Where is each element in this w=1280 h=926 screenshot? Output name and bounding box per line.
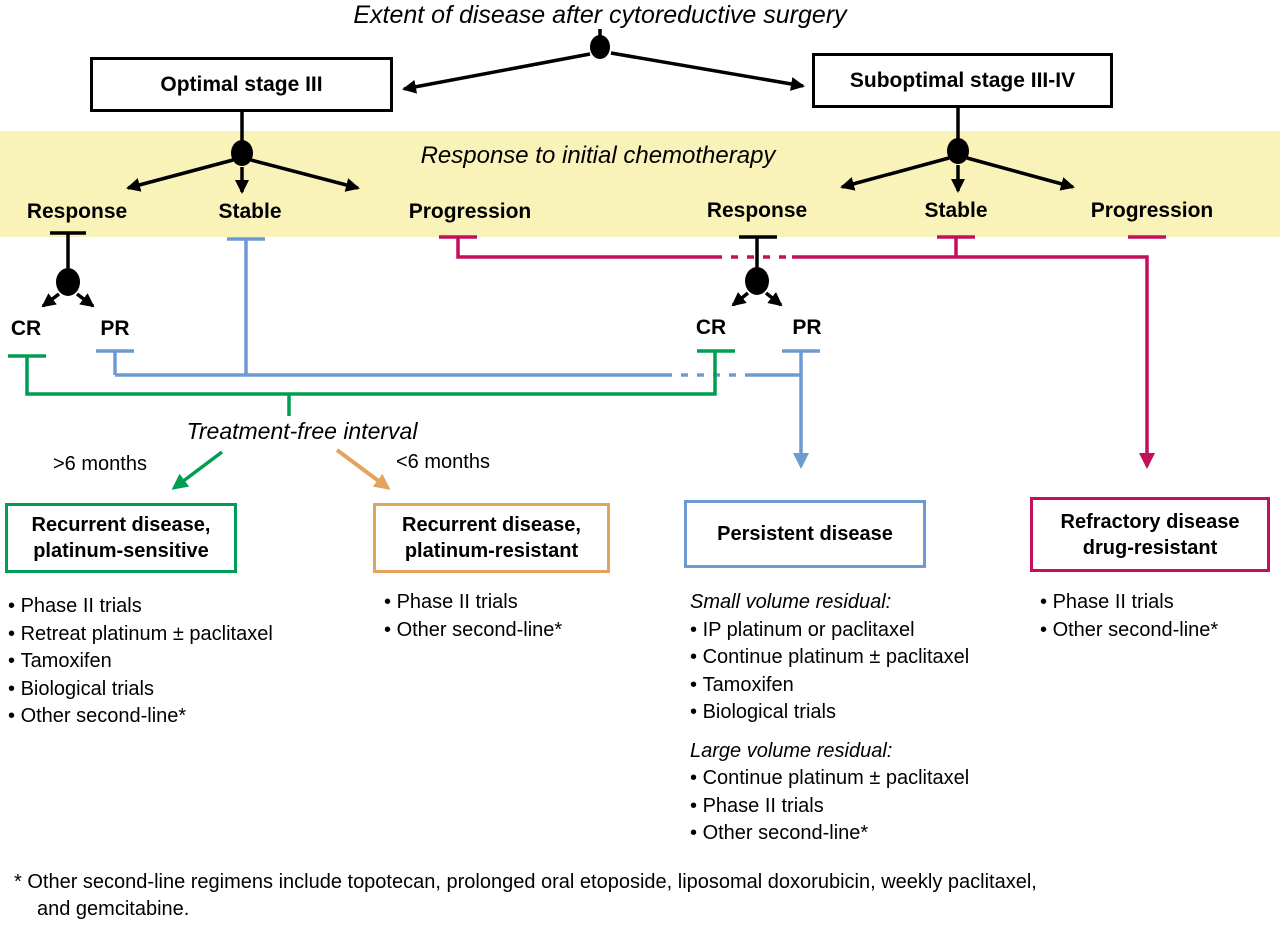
left-stable-label: Stable	[218, 200, 282, 223]
refractory-disease-box: Refractory disease drug-resistant	[1030, 497, 1270, 572]
box-title-line1: Recurrent disease,	[31, 514, 211, 536]
blue-connectors	[96, 237, 820, 469]
list-item: Other second-line*	[1040, 617, 1280, 645]
list-item: Other second-line*	[690, 820, 1025, 848]
list-item: Continue platinum ± paclitaxel	[690, 644, 1025, 672]
list-item: Biological trials	[8, 676, 338, 704]
refractory-options-list: Phase II trials Other second-line*	[1040, 589, 1280, 644]
small-volume-heading: Small volume residual:	[690, 591, 892, 613]
right-stable-label: Stable	[924, 199, 988, 222]
decision-dots	[56, 35, 969, 296]
pink-connectors	[439, 235, 1166, 469]
list-item: Biological trials	[690, 699, 1025, 727]
less-than-6-months-label: <6 months	[396, 451, 490, 473]
list-item: IP platinum or paclitaxel	[690, 617, 1025, 645]
diagram-title: Extent of disease after cytoreductive su…	[353, 1, 847, 29]
list-item: Phase II trials	[690, 793, 1025, 821]
right-pr-label: PR	[792, 316, 822, 339]
list-item: Phase II trials	[384, 589, 644, 617]
more-than-6-months-label: >6 months	[53, 453, 147, 475]
black-connectors	[41, 29, 1075, 308]
recurrent-platinum-sensitive-box: Recurrent disease, platinum-sensitive	[5, 503, 237, 573]
box-title-line2: platinum-resistant	[404, 540, 579, 562]
platinum-sensitive-options-list: Phase II trials Retreat platinum ± pacli…	[8, 593, 338, 731]
persistent-disease-box: Persistent disease	[684, 500, 926, 568]
list-item: Tamoxifen	[690, 672, 1025, 700]
large-volume-heading: Large volume residual:	[690, 739, 893, 762]
left-response-label: Response	[26, 200, 128, 223]
box-title-line2: drug-resistant	[1082, 536, 1218, 559]
list-item: Tamoxifen	[8, 648, 338, 676]
list-item: Other second-line*	[8, 703, 338, 731]
suboptimal-stage-box: Suboptimal stage III-IV	[812, 53, 1113, 108]
orange-interval-arrow	[335, 448, 391, 490]
list-item: Phase II trials	[8, 593, 338, 621]
footnote-line1: * Other second-line regimens include top…	[14, 871, 1037, 893]
box-title-line2: platinum-sensitive	[33, 540, 209, 562]
left-progression-label: Progression	[408, 200, 532, 223]
list-item: Phase II trials	[1040, 589, 1280, 617]
green-connectors	[8, 349, 735, 490]
treatment-free-interval-label: Treatment-free interval	[186, 418, 418, 444]
list-item: Continue platinum ± paclitaxel	[690, 765, 1025, 793]
right-response-label: Response	[706, 199, 808, 222]
left-cr-label: CR	[10, 317, 42, 340]
list-item: Other second-line*	[384, 617, 644, 645]
persistent-options-list: Small volume residual: IP platinum or pa…	[690, 589, 1025, 848]
platinum-resistant-options-list: Phase II trials Other second-line*	[384, 589, 644, 644]
footnote-line2: and gemcitabine.	[37, 898, 190, 920]
optimal-stage-box: Optimal stage III	[90, 57, 393, 112]
list-item: Retreat platinum ± paclitaxel	[8, 621, 338, 649]
left-pr-label: PR	[100, 317, 130, 340]
chemo-band-label: Response to initial chemotherapy	[420, 142, 776, 169]
recurrent-platinum-resistant-box: Recurrent disease, platinum-resistant	[373, 503, 610, 573]
box-title-line1: Persistent disease	[717, 523, 893, 545]
box-title-line1: Refractory disease	[1060, 510, 1240, 533]
right-cr-label: CR	[695, 316, 727, 339]
right-progression-label: Progression	[1090, 199, 1214, 222]
box-title-line1: Recurrent disease,	[402, 514, 581, 536]
